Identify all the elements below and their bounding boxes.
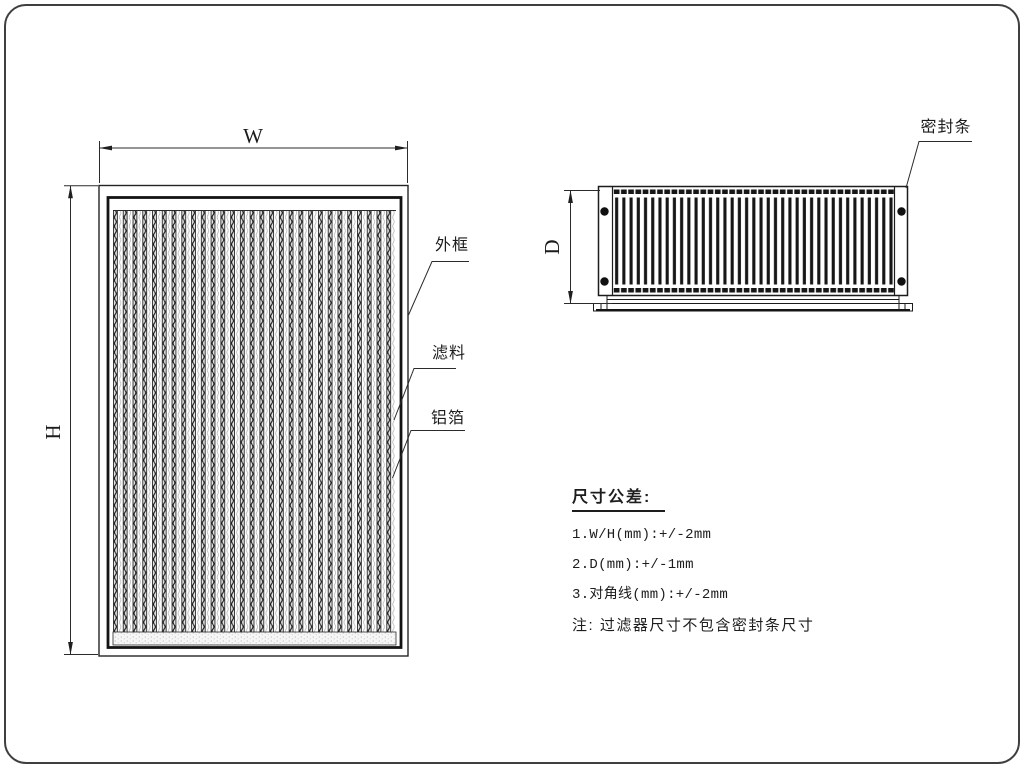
rivet-bottom-right [897,277,906,286]
width-dimension-label: W [243,124,263,148]
tolerance-note-diagonal: 3.对角线(mm):+/-2mm [572,587,729,603]
tolerance-notes-block: 尺寸公差: 1.W/H(mm):+/-2mm 2.D(mm):+/-1mm 3.… [572,483,814,642]
tolerance-footnote: 注: 过滤器尺寸不包含密封条尺寸 [572,617,815,634]
height-dimension-label: H [41,424,65,439]
side-view-bottom-tray [593,295,913,312]
tolerance-note-wh: 1.W/H(mm):+/-2mm [572,527,712,543]
callout-sealing-strip-leader [905,141,972,189]
front-view-callouts: 外框 滤料 铝箔 [392,236,469,479]
front-view-pleated-media [113,210,396,632]
width-dimension: W [99,124,408,183]
tolerance-note-d: 2.D(mm):+/-1mm [572,557,694,573]
side-view-pleats [613,189,894,293]
callout-filter-media-label: 滤料 [432,344,466,362]
front-view-bottom-strip [112,631,397,646]
rivet-top-left [600,207,609,216]
tolerance-notes-heading: 尺寸公差: [572,483,666,512]
depth-dimension: D [540,190,612,304]
side-view [593,185,913,312]
callout-outer-frame-label: 外框 [435,236,469,254]
side-view-callouts: 密封条 [905,118,972,189]
rivet-bottom-left [600,277,609,286]
height-dimension: H [41,185,98,655]
front-view-outer-frame [98,184,409,657]
callout-filter-media-leader [393,368,456,421]
callout-aluminum-foil-label: 铝箔 [431,409,465,427]
rivet-top-right [897,207,906,216]
front-view [98,184,409,657]
callout-outer-frame-leader [408,261,469,316]
callout-aluminum-foil-leader [392,430,465,479]
depth-dimension-label: D [540,239,564,254]
callout-sealing-strip-label: 密封条 [920,118,971,136]
